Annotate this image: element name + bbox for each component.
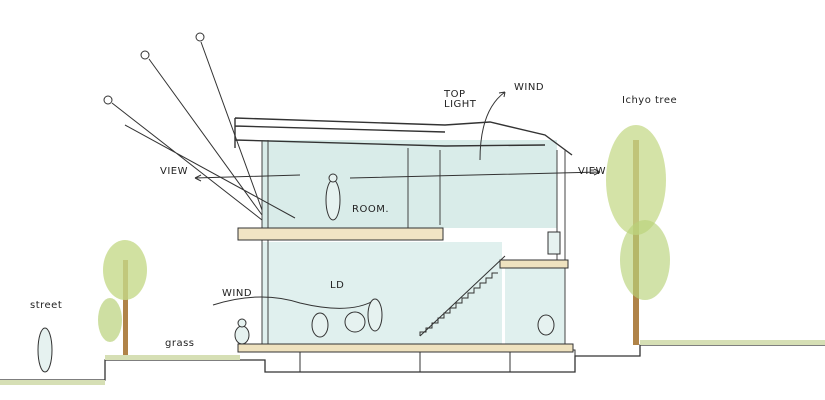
ground-floor-slab (237, 343, 574, 353)
sun-icons (103, 32, 296, 221)
label-wind-top: WIND (514, 82, 545, 93)
ichyo-tree (606, 125, 670, 345)
label-top-light: TOP LIGHT (444, 89, 477, 110)
grass-strip (0, 380, 105, 385)
lower-interior (262, 242, 502, 346)
label-view-right: VIEW (578, 166, 606, 177)
label-street: street (30, 300, 63, 311)
label-view-left: VIEW (160, 166, 188, 177)
view-arrow-right (349, 168, 601, 179)
label-wind-bottom: WIND (222, 288, 253, 299)
walls (261, 140, 566, 350)
upper-interior (262, 140, 557, 228)
grass-strip-2 (105, 355, 240, 360)
foundation (265, 349, 576, 372)
stair (419, 255, 506, 337)
right-deck (499, 259, 569, 269)
wind-arrow-top (479, 91, 506, 161)
grass-strip-3 (640, 340, 825, 345)
label-ichyo-tree: Ichyo tree (622, 95, 678, 106)
label-room: ROOM. (352, 204, 389, 215)
label-grass: grass (165, 338, 195, 349)
label-ld: LD (330, 280, 345, 291)
wind-arrow-bottom (212, 296, 376, 309)
tree-left (98, 240, 147, 355)
view-arrow-left (194, 174, 301, 182)
people (37, 173, 561, 373)
roof (234, 117, 573, 156)
upper-floor-slab (237, 227, 444, 241)
right-interior (505, 268, 565, 346)
